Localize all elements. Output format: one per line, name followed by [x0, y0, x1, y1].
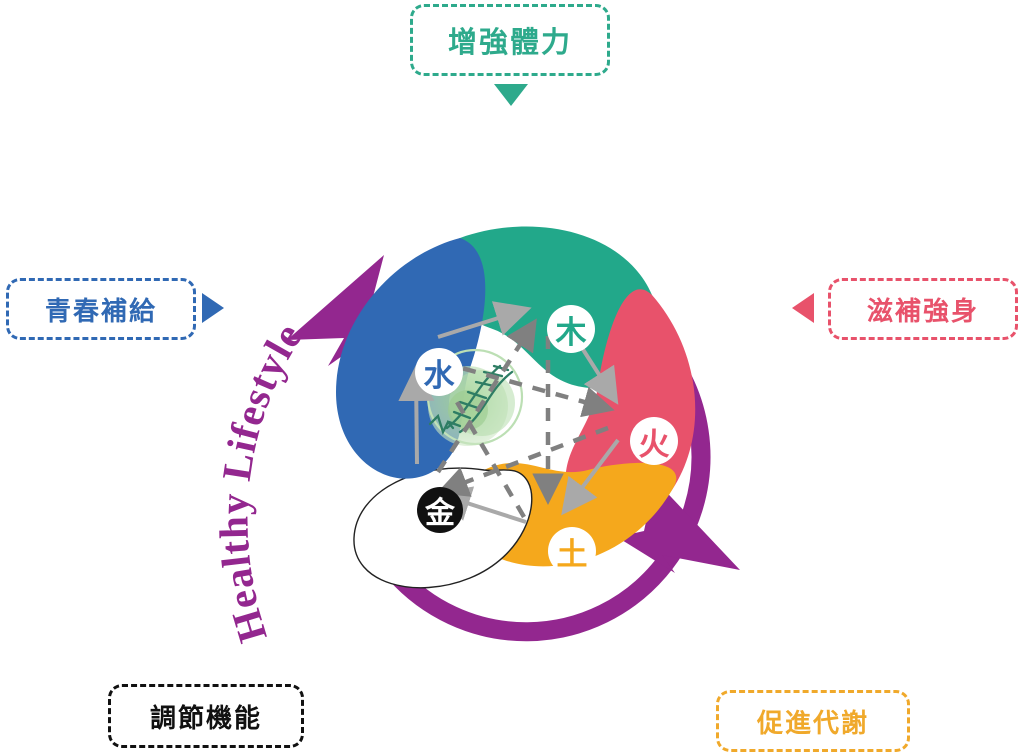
triangle-left-icon — [792, 293, 814, 323]
callout-label-left: 青春補給 — [44, 296, 157, 327]
arrow-fire-to-earth — [561, 438, 620, 516]
callout-label-top: 增強體力 — [447, 25, 572, 59]
element-label-fire: 火 — [638, 426, 670, 463]
arrow-water-to-fire — [439, 359, 615, 418]
element-node-water[interactable]: 水 — [415, 348, 463, 396]
element-node-metal[interactable]: 金 — [417, 487, 463, 533]
callout-box-bottom-right: 促進代謝 — [716, 690, 910, 752]
arrow-metal-to-water — [398, 365, 435, 465]
callout-box-left: 青春補給 — [6, 278, 196, 340]
triangle-down-icon — [494, 84, 528, 106]
five-elements-diagram: 木 水 火 土 金 — [232, 160, 792, 660]
callout-label-bottom-left: 調節機能 — [149, 703, 262, 734]
element-label-wood: 木 — [555, 314, 587, 351]
callout-box-bottom-left: 調節機能 — [108, 684, 304, 748]
element-node-fire[interactable]: 火 — [630, 417, 678, 465]
callout-label-bottom-right: 促進代謝 — [756, 708, 869, 739]
callout-label-right: 滋補強身 — [866, 296, 979, 327]
element-label-metal: 金 — [425, 496, 455, 531]
arrow-water-to-wood — [437, 301, 532, 339]
element-node-wood[interactable]: 木 — [547, 305, 595, 353]
five-elements-graphic — [287, 226, 740, 642]
arrow-metal-to-wood — [436, 318, 537, 474]
segment-wood — [439, 226, 660, 389]
element-label-earth: 土 — [556, 536, 588, 573]
arrow-fire-to-metal — [436, 425, 609, 497]
callout-box-top: 增強體力 — [410, 4, 610, 76]
triangle-right-icon — [202, 293, 224, 323]
callout-box-right: 滋補強身 — [828, 278, 1018, 340]
element-node-earth[interactable]: 土 — [548, 527, 596, 575]
element-label-water: 水 — [423, 357, 455, 394]
